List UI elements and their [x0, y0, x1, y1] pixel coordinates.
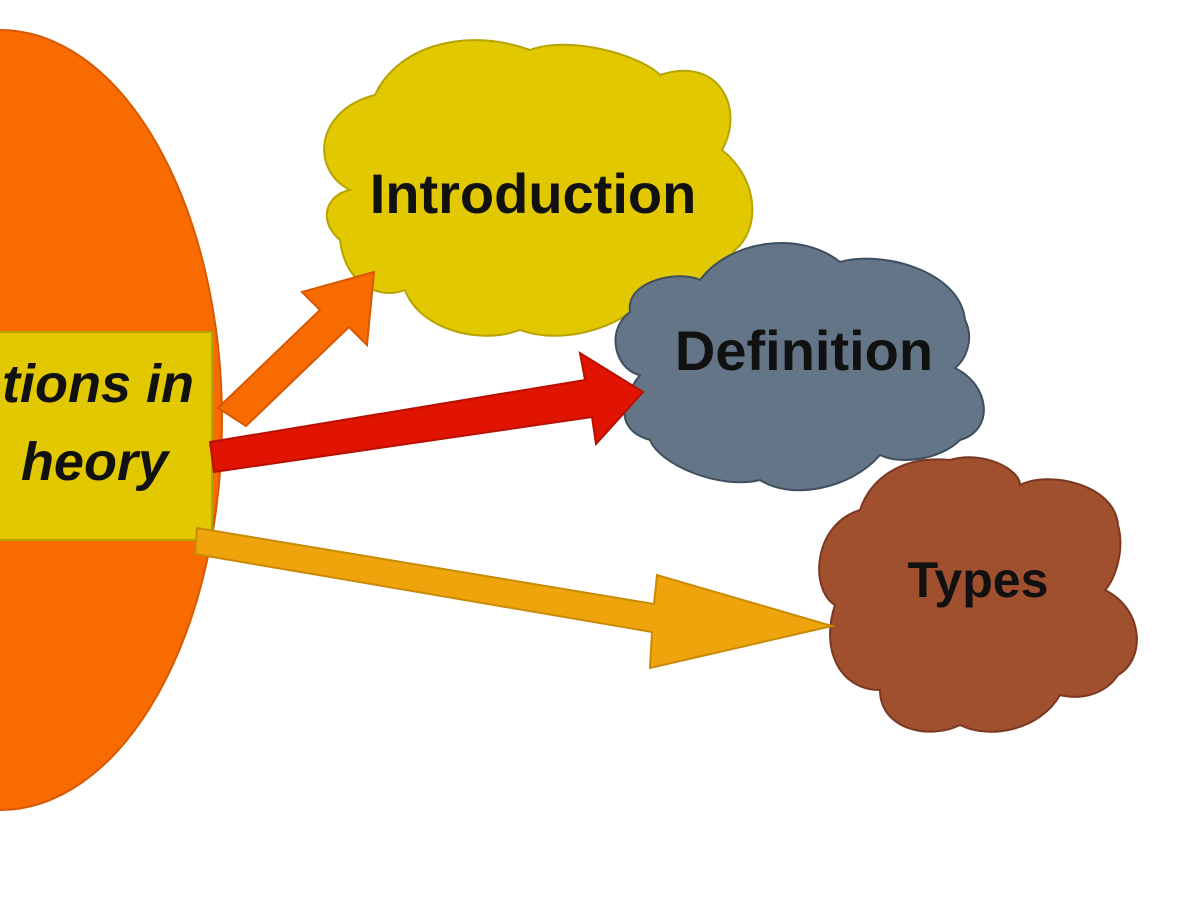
definition-cloud-shape	[614, 242, 985, 492]
arrow-to-definition[interactable]	[208, 350, 645, 474]
central-topic-line-2: heory	[21, 432, 171, 492]
definition-label: Definition	[675, 319, 933, 382]
central-topic-line-1: tions in	[2, 354, 194, 414]
arrow-to-types[interactable]	[193, 526, 836, 670]
central-topic-box[interactable]	[0, 331, 213, 541]
introduction-cloud-shape	[323, 39, 754, 337]
arrow-to-introduction[interactable]	[216, 270, 376, 428]
introduction-label: Introduction	[370, 162, 697, 225]
node-types[interactable]: Types	[818, 456, 1138, 733]
types-cloud-shape	[818, 456, 1138, 733]
node-definition[interactable]: Definition	[614, 242, 985, 492]
node-introduction[interactable]: Introduction	[323, 39, 754, 337]
types-label: Types	[908, 552, 1049, 608]
